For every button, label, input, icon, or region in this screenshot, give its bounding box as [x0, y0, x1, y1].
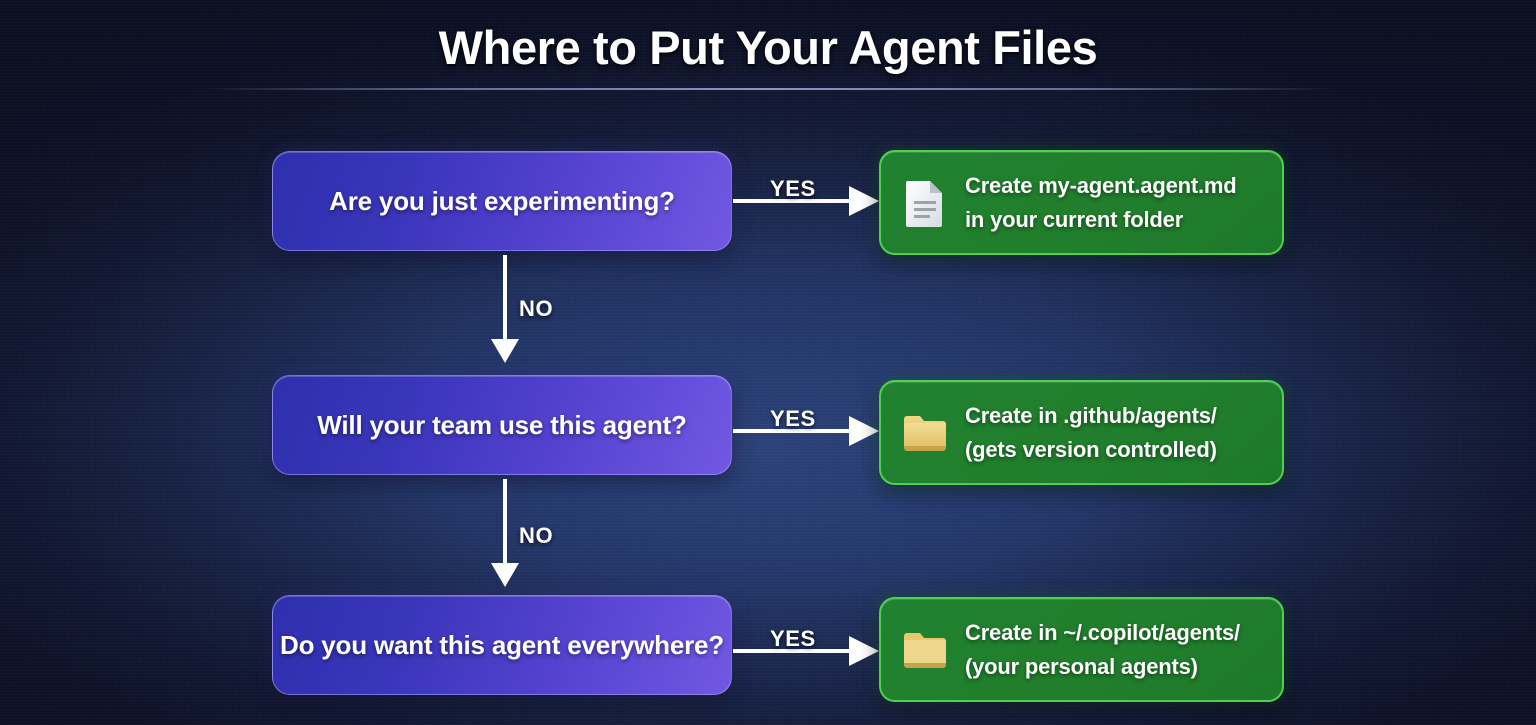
document-icon [901, 177, 949, 229]
yes-arrow-row-3 [733, 636, 879, 666]
decision-label: Will your team use this agent? [317, 409, 687, 440]
decision-box-everywhere[interactable]: Do you want this agent everywhere? [272, 595, 732, 695]
decision-box-team-use[interactable]: Will your team use this agent? [272, 375, 732, 475]
outcome-text: Create in .github/agents/ (gets version … [965, 399, 1217, 466]
outcome-box-github-agents[interactable]: Create in .github/agents/ (gets version … [879, 380, 1284, 485]
outcome-line-2: (your personal agents) [965, 653, 1198, 679]
outcome-text: Create in ~/.copilot/agents/ (your perso… [965, 616, 1240, 683]
outcome-line-2: (gets version controlled) [965, 436, 1217, 462]
edge-label-yes-2: YES [770, 406, 816, 431]
edge-label-yes-1: YES [770, 176, 816, 201]
folder-icon [901, 624, 949, 676]
outcome-line-1: Create my-agent.agent.md [965, 173, 1237, 199]
decision-box-experimenting[interactable]: Are you just experimenting? [272, 151, 732, 251]
no-arrow-row-2 [491, 479, 519, 587]
outcome-box-copilot-agents[interactable]: Create in ~/.copilot/agents/ (your perso… [879, 597, 1284, 702]
page-title: Where to Put Your Agent Files [438, 21, 1098, 74]
outcome-text: Create my-agent.agent.md in your current… [965, 169, 1237, 236]
folder-icon [901, 407, 949, 459]
outcome-line-1: Create in .github/agents/ [965, 403, 1217, 429]
outcome-box-current-folder[interactable]: Create my-agent.agent.md in your current… [879, 150, 1284, 255]
outcome-line-1: Create in ~/.copilot/agents/ [965, 620, 1240, 646]
edge-label-no-1: NO [519, 296, 554, 321]
outcome-line-2: in your current folder [965, 206, 1184, 232]
no-arrow-row-1 [491, 255, 519, 363]
edge-label-yes-3: YES [770, 626, 816, 651]
yes-arrow-row-2 [733, 416, 879, 446]
edge-label-no-2: NO [519, 523, 554, 548]
title-divider [200, 88, 1336, 90]
decision-label: Are you just experimenting? [329, 185, 675, 216]
decision-label: Do you want this agent everywhere? [280, 629, 724, 660]
yes-arrow-row-1 [733, 186, 879, 216]
